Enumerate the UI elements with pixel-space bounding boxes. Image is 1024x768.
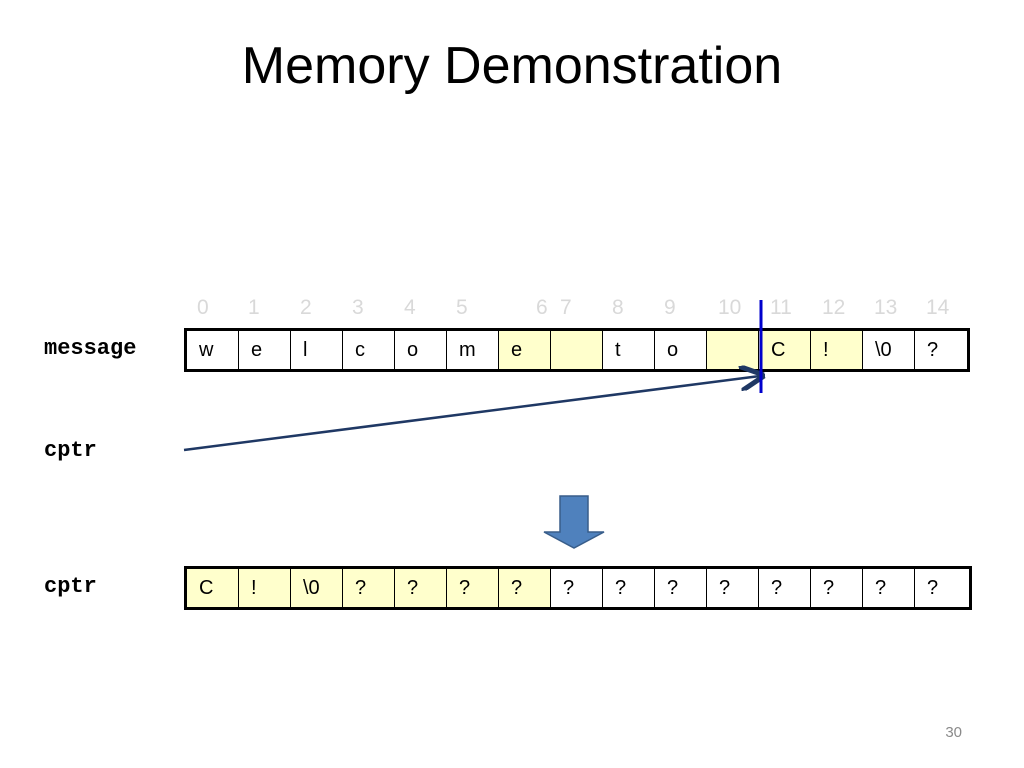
message-cell: c (343, 331, 395, 369)
message-cell: e (239, 331, 291, 369)
cptr-result-cell: ! (239, 569, 291, 607)
index-label-10: 10 (718, 296, 742, 319)
message-cell: l (291, 331, 343, 369)
message-label: message (44, 336, 137, 361)
index-label-3: 3 (352, 296, 364, 319)
index-label-2: 2 (300, 296, 312, 319)
cptr-result-cell: ? (811, 569, 863, 607)
index-label-4: 4 (404, 296, 416, 319)
cptr-result-array: C!\0???????????? (184, 566, 972, 610)
index-label-11: 11 (770, 296, 792, 319)
index-label-14: 14 (926, 296, 950, 319)
index-label-13: 13 (874, 296, 898, 319)
cptr-result-cell: ? (499, 569, 551, 607)
cptr-result-label: cptr (44, 574, 97, 599)
message-cell: \0 (863, 331, 915, 369)
index-label-8: 8 (612, 296, 624, 319)
cptr-result-cell: ? (603, 569, 655, 607)
index-label-1: 1 (248, 296, 260, 319)
message-cell: ? (927, 338, 939, 361)
cptr-result-cell: ? (343, 569, 395, 607)
slide-number: 30 (945, 724, 962, 741)
pointer-arrow (183, 376, 760, 452)
index-label-7: 7 (560, 296, 572, 319)
message-cell: ! (811, 331, 863, 369)
cptr-pointer-label: cptr (44, 438, 97, 463)
index-label-12: 12 (822, 296, 846, 319)
cptr-result-cell: ? (551, 569, 603, 607)
message-cell: o (655, 331, 707, 369)
message-cell: t (603, 331, 655, 369)
index-label-5: 5 (456, 296, 468, 319)
index-label-9: 9 (664, 296, 676, 319)
cptr-result-cell: C (187, 569, 239, 607)
message-cell (707, 331, 759, 369)
cptr-result-cell: ? (863, 569, 915, 607)
cptr-result-cell: ? (655, 569, 707, 607)
message-cell: w (187, 331, 239, 369)
index-label-6: 6 (536, 296, 548, 319)
cptr-result-cell: ? (707, 569, 759, 607)
down-arrow-icon (543, 495, 605, 549)
message-cell (551, 331, 603, 369)
cptr-result-cell: ? (927, 576, 939, 599)
cptr-result-cell: ? (447, 569, 499, 607)
message-cell: o (395, 331, 447, 369)
cptr-result-cell: ? (759, 569, 811, 607)
cptr-result-cell: ? (395, 569, 447, 607)
message-cell: e (499, 331, 551, 369)
slide-title: Memory Demonstration (241, 37, 783, 95)
index-label-0: 0 (197, 296, 209, 319)
cptr-result-cell: \0 (291, 569, 343, 607)
message-cell: m (447, 331, 499, 369)
message-cell: C (759, 331, 811, 369)
